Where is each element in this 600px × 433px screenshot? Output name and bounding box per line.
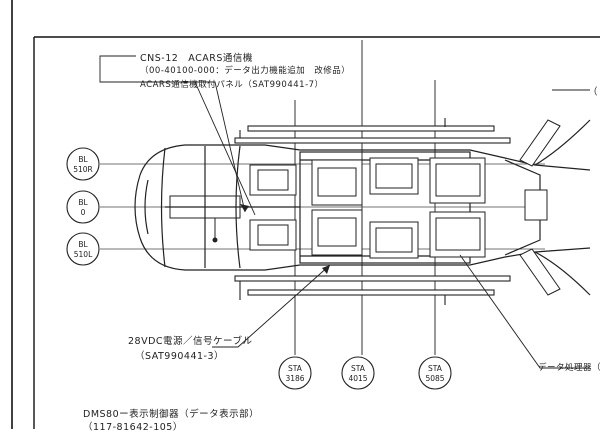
bl0-label-2: 0 xyxy=(81,208,86,217)
instrument-console xyxy=(169,195,241,243)
cns12-label-2: （00-40100-000：データ出力機能追加 改修品） xyxy=(140,66,351,76)
sta5085-label-1: STA xyxy=(428,364,443,373)
skids xyxy=(234,118,511,305)
bl510l-label-1: BL xyxy=(78,240,88,249)
bl510l-label-2: 510L xyxy=(74,250,93,259)
sta5085-label-2: 5085 xyxy=(425,374,444,383)
data-unit-label: データ処理器（ xyxy=(538,363,600,373)
buttline-markers xyxy=(66,147,100,266)
station-texts: STA 3186 STA 4015 STA 5085 xyxy=(285,364,444,383)
station-markers xyxy=(278,356,452,390)
dms-label-2: （117-81642-105） xyxy=(83,422,183,433)
buttline-texts: BL 510R BL 0 BL 510L xyxy=(73,155,93,259)
leader-lines xyxy=(99,55,590,369)
seats xyxy=(249,157,486,259)
bl510r-label-1: BL xyxy=(78,155,88,164)
cns12-label-3: ACARS通信機取付パネル（SAT990441-7） xyxy=(140,80,324,90)
dms-label-1: DMS80ー表示制御器（データ表示部） xyxy=(83,409,260,420)
sta4015-label-2: 4015 xyxy=(348,374,367,383)
cns12-label-1: CNS-12 ACARS通信機 xyxy=(140,53,253,64)
cable-label-2: （SAT990441-3） xyxy=(135,351,225,362)
arrow-cable xyxy=(322,265,330,274)
bl510r-label-2: 510R xyxy=(73,165,93,174)
sta3186-label-1: STA xyxy=(288,364,303,373)
right-top-label: （ xyxy=(588,87,599,98)
arrow-cns12 xyxy=(240,204,249,212)
sta3186-label-2: 3186 xyxy=(285,374,304,383)
sta4015-label-1: STA xyxy=(351,364,366,373)
bl0-label-1: BL xyxy=(78,198,88,207)
rotor-blades xyxy=(519,119,561,296)
cable-label-1: 28VDC電源／信号ケーブル xyxy=(128,336,253,347)
